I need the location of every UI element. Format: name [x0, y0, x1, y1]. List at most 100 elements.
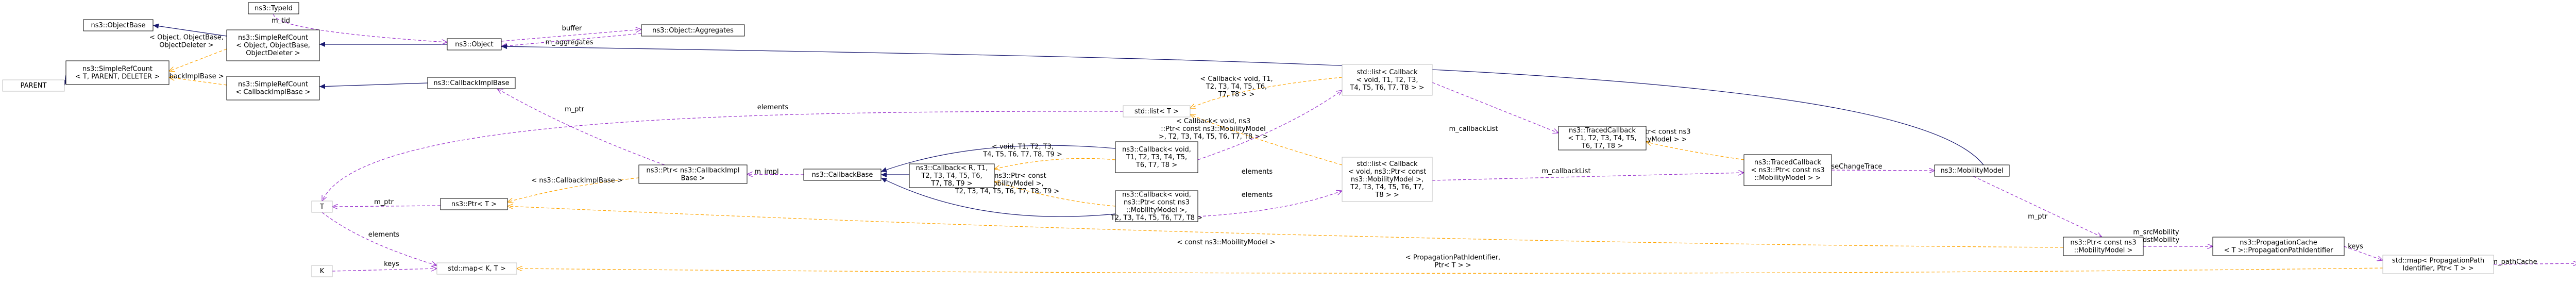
class-node-box	[2382, 255, 2494, 274]
class-node-label-line: Base >	[681, 175, 705, 182]
class-node-box	[65, 60, 170, 85]
class-node-traced-callback-ptr[interactable]: ns3::TracedCallback< ns3::Ptr< const ns3…	[1743, 154, 1832, 186]
edge-k-to-std-map-kt	[332, 269, 437, 272]
edge-callback-base-to-ptr-callback-impl-base	[747, 174, 804, 175]
edge-type-id-to-object	[273, 13, 447, 42]
class-node-label: std::list< Callback< void, T1, T2, T3,T4…	[1349, 69, 1424, 92]
class-node-propagation-path-identifier[interactable]: ns3::PropagationCache< T >::PropagationP…	[2212, 237, 2345, 256]
edge-t-to-std-map-kt	[321, 212, 437, 265]
class-node-label: PARENT	[21, 82, 47, 90]
edge-std-map-propagation-to-propagation-cache	[2493, 263, 2576, 264]
class-node-std-list-callback-t: std::list< Callback< void, T1, T2, T3,T4…	[1342, 64, 1433, 96]
class-node-label-line: < void, T1, T2, T3,	[1356, 76, 1418, 84]
class-node-ptr-const-mobility[interactable]: ns3::Ptr< const ns3::MobilityModel >	[2063, 237, 2144, 256]
class-node-aggregates[interactable]: ns3::Object::Aggregates	[641, 24, 745, 37]
edge-traced-callback-ptr-to-mobility-model	[1831, 170, 1935, 171]
edge-std-list-callback-ptr-to-traced-callback-ptr	[1432, 173, 1744, 181]
class-node-box	[2063, 237, 2144, 256]
edge-label-line: m_pathCache	[2491, 258, 2537, 266]
class-node-label: ns3::Callback< void,T1, T2, T3, T4, T5,T…	[1122, 146, 1191, 169]
edge-label-line: m_srcMobility	[2133, 229, 2179, 237]
edge-callback-void-t-to-callback-rt	[994, 158, 1116, 169]
class-node-label-line: < T, PARENT, DELETER >	[75, 73, 160, 81]
class-node-callback-void-ptr[interactable]: ns3::Callback< void,ns3::Ptr< const ns3:…	[1110, 190, 1202, 222]
class-node-mobility-model[interactable]: ns3::MobilityModel	[1934, 164, 2010, 177]
edge-label-line: m_ptr	[2028, 213, 2048, 221]
edge-label-line: elements	[1242, 168, 1273, 176]
class-node-label-line: ns3::Object::Aggregates	[652, 27, 734, 35]
edge-src-object-to-simple-ref-count-t	[169, 48, 227, 71]
class-node-object-base[interactable]: ns3::ObjectBase	[83, 19, 154, 31]
edge-label-line: Ptr< T > >	[1434, 262, 1471, 270]
class-node-label: std::list< Callback< void, ns3::Ptr< con…	[1348, 160, 1426, 199]
node-layer: PARENT ns3::ObjectBase ns3::TypeIdns3::Sim…	[2, 2, 2494, 277]
class-node-ptr-t[interactable]: ns3::Ptr< T >	[440, 198, 508, 210]
class-node-label-line: T2, T3, T4, T5, T6,	[921, 172, 982, 180]
class-node-traced-callback-t[interactable]: ns3::TracedCallback< T1, T2, T3, T4, T5,…	[1558, 126, 1647, 151]
class-node-label: std::map< K, T >	[448, 265, 506, 273]
class-node-label-line: T4, T5, T6, T7, T8 > >	[1349, 84, 1424, 92]
class-node-label-line: std::map< K, T >	[448, 265, 506, 273]
class-node-simple-ref-count-t[interactable]: ns3::SimpleRefCount< T, PARENT, DELETER …	[65, 60, 170, 85]
edge-label-std-list-callback-t-to-traced-callback-t: m_callbackList	[1449, 125, 1498, 133]
edge-label-propagation-path-identifier-to-std-map-propagation: keys	[2348, 243, 2363, 250]
class-node-label: ns3::SimpleRefCount< T, PARENT, DELETER …	[75, 65, 160, 81]
class-node-std-list-t: std::list< T >	[1123, 105, 1191, 118]
class-node-label: ns3::TracedCallback< ns3::Ptr< const ns3…	[1751, 159, 1825, 182]
class-node-label: ns3::Callback< R, T1,T2, T3, T4, T5, T6,…	[916, 164, 988, 188]
class-node-label-line: ns3::SimpleRefCount	[82, 65, 152, 73]
class-node-label-line: ns3::Callback< void,	[1122, 191, 1191, 199]
edge-label-line: m_ptr	[565, 106, 585, 113]
class-node-src-object[interactable]: ns3::SimpleRefCount< Object, ObjectBase,…	[226, 29, 320, 61]
class-node-label: T	[319, 203, 324, 211]
edge-label-line: < Callback< void, T1,	[1200, 75, 1273, 83]
class-node-box	[226, 29, 320, 61]
edge-label-line: T2, T3, T4, T5, T6, T7, T8, T9 >	[955, 188, 1060, 195]
class-node-box	[447, 38, 502, 51]
class-node-label-line: ns3::Ptr< const ns3	[2071, 239, 2137, 247]
class-node-k: K	[311, 265, 333, 277]
edge-label-line: ObjectDeleter >	[159, 42, 213, 49]
class-node-label: ns3::MobilityModel	[1940, 167, 2003, 175]
class-node-label-line: ns3::CallbackImplBase	[433, 79, 509, 87]
class-node-callback-impl-base[interactable]: ns3::CallbackImplBase	[427, 77, 516, 89]
class-node-callback-void-t[interactable]: ns3::Callback< void,T1, T2, T3, T4, T5,T…	[1115, 141, 1198, 173]
class-node-box	[1115, 141, 1198, 173]
class-node-label: ns3::SimpleRefCount< CallbackImplBase >	[235, 81, 310, 96]
class-node-label: ns3::Callback< void,ns3::Ptr< const ns3:…	[1110, 191, 1202, 222]
class-node-std-list-callback-ptr: std::list< Callback< void, ns3::Ptr< con…	[1342, 157, 1433, 202]
class-node-label-line: std::list< Callback	[1357, 160, 1418, 168]
class-node-box	[909, 163, 995, 188]
edge-label-line: T7, T8 > >	[1218, 91, 1255, 98]
class-node-label-line: T	[319, 203, 324, 211]
edge-label-line: T2, T3, T4, T5, T6,	[1206, 83, 1267, 91]
class-node-src-callback-impl-base[interactable]: ns3::SimpleRefCount< CallbackImplBase >	[226, 76, 320, 101]
edge-std-list-callback-t-to-traced-callback-t	[1432, 82, 1558, 133]
class-node-label-line: T6, T7, T8 >	[1581, 142, 1623, 150]
class-node-label-line: ns3::Ptr< T >	[451, 201, 497, 208]
class-node-label-line: ns3::TypeId	[255, 5, 293, 12]
class-node-callback-rt[interactable]: ns3::Callback< R, T1,T2, T3, T4, T5, T6,…	[909, 163, 995, 188]
class-node-label-line: std::list< T >	[1134, 108, 1179, 115]
class-node-label-line: ns3::MobilityModel >,	[1351, 176, 1423, 183]
class-node-label-line: std::list< Callback	[1357, 69, 1418, 76]
class-node-box	[248, 2, 299, 14]
class-node-box	[1342, 157, 1433, 202]
edge-label-aggregates-to-object: m_aggregates	[546, 39, 594, 46]
class-node-type-id[interactable]: ns3::TypeId	[248, 2, 299, 14]
class-node-label-line: < T >::PropagationPathIdentifier	[2224, 247, 2333, 255]
edge-callback-void-t-to-std-list-callback-t	[1197, 90, 1342, 160]
class-node-box	[436, 262, 517, 275]
class-node-object[interactable]: ns3::Object	[447, 38, 502, 51]
class-node-box	[1743, 154, 1832, 186]
class-node-label-line: ns3::ObjectBase	[91, 22, 145, 29]
edge-ptr-t-to-t	[332, 206, 441, 207]
class-node-label-line: T2, T3, T4, T5, T6, T7, T8 >	[1110, 214, 1202, 222]
class-node-callback-base[interactable]: ns3::CallbackBase	[803, 169, 882, 181]
edge-label-line: keys	[2348, 243, 2363, 250]
class-node-label-line: ns3::PropagationCache	[2240, 239, 2317, 247]
edge-label-line: elements	[368, 231, 400, 239]
